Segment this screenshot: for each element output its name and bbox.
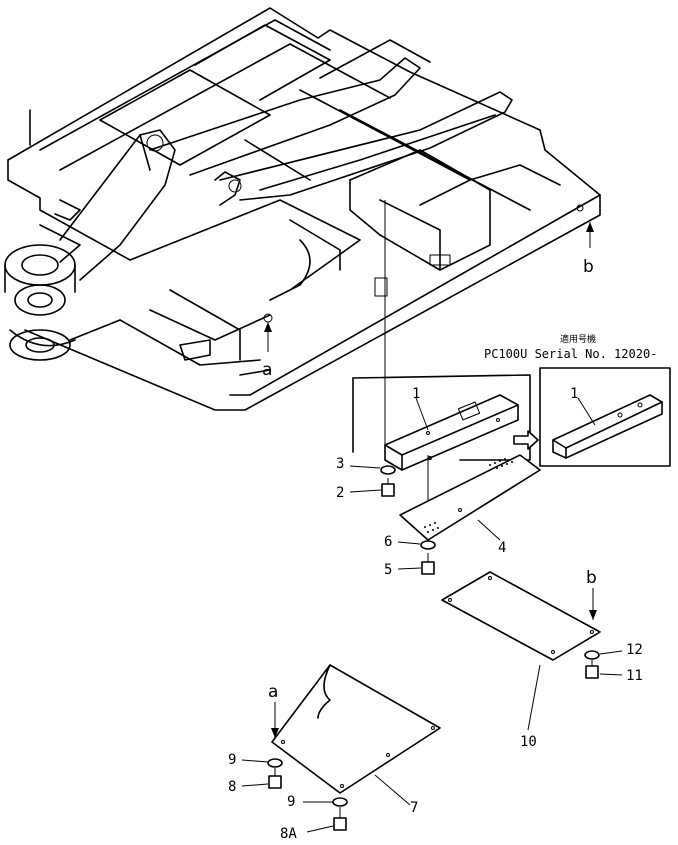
part-5-bolt: 5 [384, 553, 435, 578]
ref-b-bottom: b [586, 568, 597, 620]
part-8a-label: 8A [280, 826, 297, 842]
part-4-plate: 4 [399, 454, 541, 556]
ref-a-bottom-label: a [268, 682, 278, 702]
part-8-label: 8 [228, 779, 236, 795]
part-9-lower-label: 9 [287, 794, 295, 810]
ref-a-top-label: a [262, 360, 272, 380]
part-11-label: 11 [626, 668, 643, 684]
ref-b-top-label: b [583, 257, 594, 277]
part-1-label: 1 [412, 386, 420, 402]
part-3-label: 3 [336, 456, 344, 472]
part-2-label: 2 [336, 485, 344, 501]
part-1-assembly: 1 [352, 200, 531, 500]
inset-header: 適用号機 [560, 333, 596, 345]
part-12-label: 12 [626, 642, 643, 658]
inset-part-1-label: 1 [570, 386, 578, 402]
part-8a-bolt: 8A [280, 807, 347, 842]
inset-serial: PC100U Serial No. 12020- [484, 347, 657, 361]
part-10-label: 10 [520, 734, 537, 750]
part-10-plate: 10 [441, 571, 601, 750]
inset-box: 適用号機 PC100U Serial No. 12020- 1 [484, 333, 671, 467]
ref-a-bottom: a [268, 682, 279, 738]
part-9-washer-upper: 9 [228, 752, 283, 768]
part-5-label: 5 [384, 562, 392, 578]
inset-arrow-icon [513, 430, 539, 450]
part-9-upper-label: 9 [228, 752, 236, 768]
ref-b-bottom-label: b [586, 568, 597, 588]
part-6-washer: 6 [384, 534, 436, 550]
part-11-bolt: 11 [585, 660, 643, 684]
ref-b-top: b [583, 222, 594, 277]
part-7-plate: 7 [271, 664, 441, 816]
part-6-label: 6 [384, 534, 392, 550]
part-9-washer-lower: 9 [287, 794, 348, 810]
part-7-label: 7 [410, 800, 418, 816]
part-3-washer: 3 [336, 456, 396, 475]
part-12-washer: 12 [584, 642, 643, 660]
frame-assembly [4, 7, 601, 411]
part-8-bolt: 8 [228, 768, 282, 795]
ref-a-top: a [262, 322, 272, 380]
part-4-label: 4 [498, 540, 506, 556]
part-2-bolt: 2 [336, 478, 395, 501]
